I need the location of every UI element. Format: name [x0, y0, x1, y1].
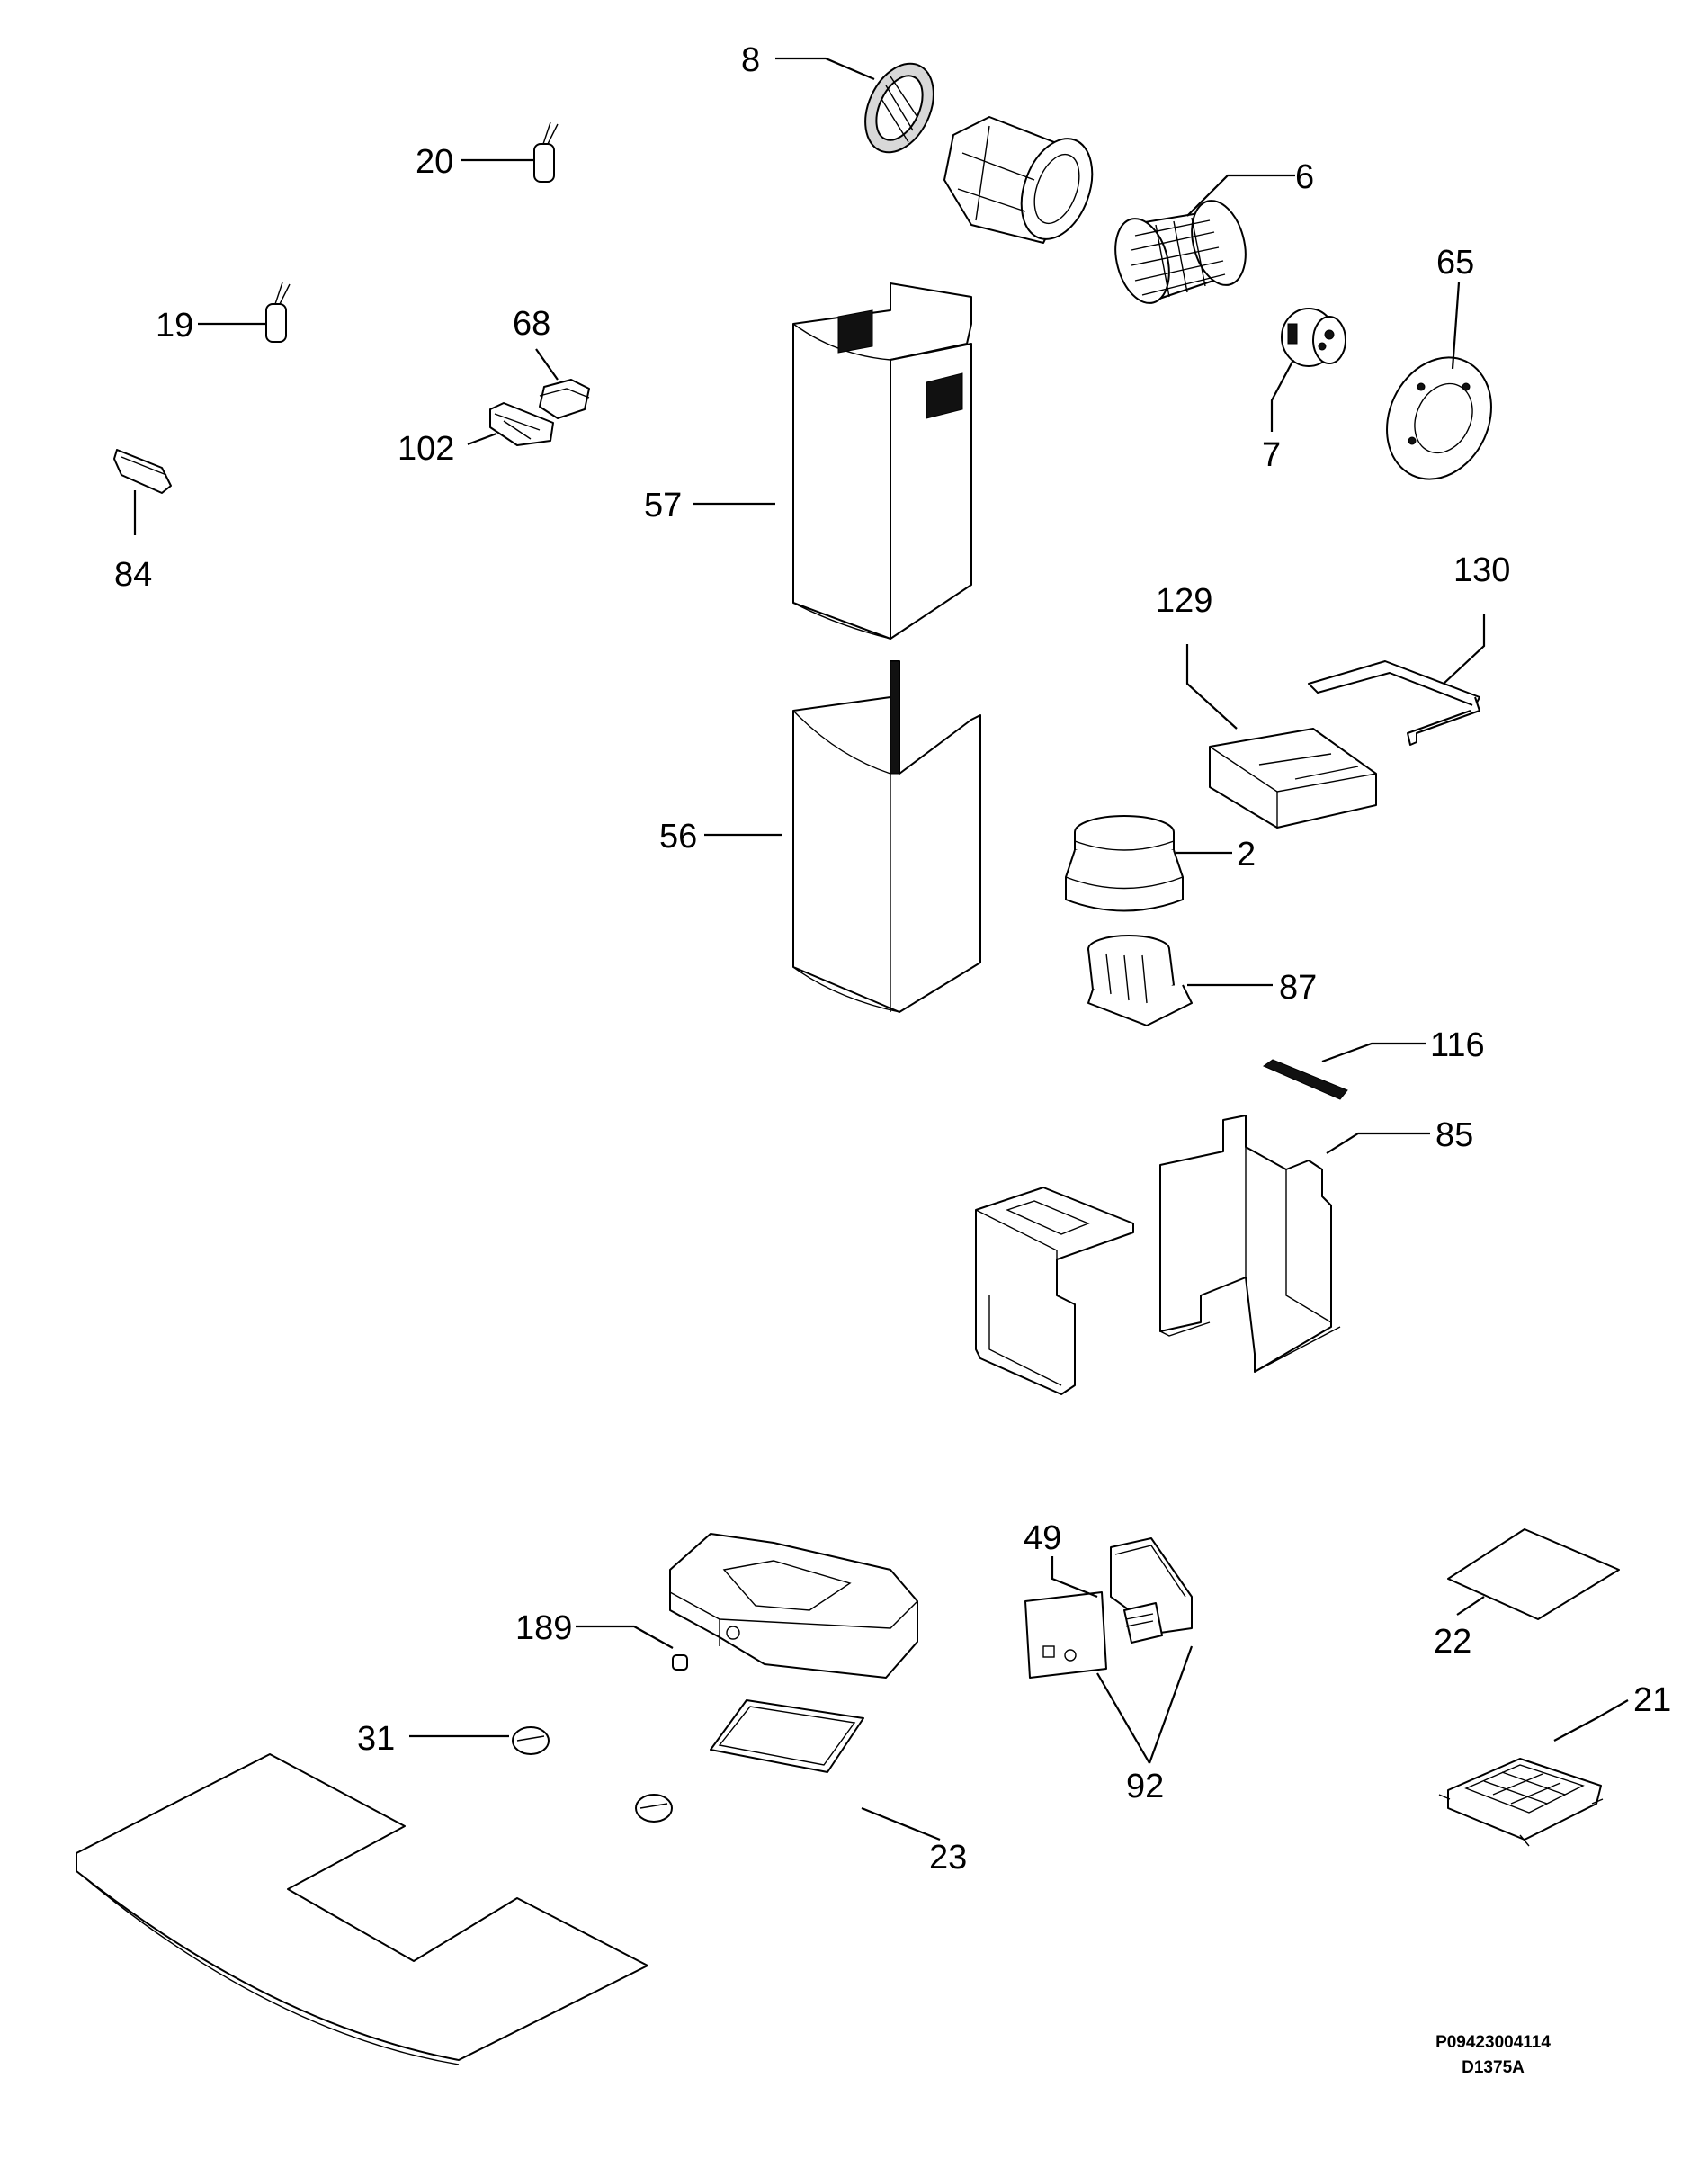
callout-129: 129	[1156, 582, 1212, 620]
part-20-capacitor	[533, 121, 559, 183]
callout-6: 6	[1295, 158, 1314, 196]
part-85-support-frame	[1159, 1115, 1341, 1373]
callout-20: 20	[416, 143, 453, 181]
callout-189: 189	[515, 1609, 572, 1647]
callout-2: 2	[1237, 836, 1256, 873]
part-57-upper-chimney	[792, 282, 972, 640]
drawing-code-primary: P09423004114	[1435, 2033, 1551, 2052]
leader-lines	[133, 57, 1629, 1841]
knob-unnumbered	[635, 1794, 673, 1823]
callout-31: 31	[357, 1720, 395, 1758]
part-23-grease-filter	[710, 1699, 864, 1773]
part-129-filter-box	[1209, 728, 1377, 829]
part-84-terminal	[113, 449, 172, 494]
callout-84: 84	[114, 556, 152, 594]
part-21-carbon-filter	[1438, 1758, 1604, 1847]
part-8-grille	[864, 62, 934, 154]
part-6-blower-wheel	[1114, 200, 1247, 304]
drawing-code-secondary: D1375A	[1462, 2058, 1525, 2077]
callout-102: 102	[398, 430, 454, 468]
part-22-filter-pad	[1447, 1528, 1620, 1620]
callout-56: 56	[659, 818, 697, 856]
part-19-capacitor	[265, 282, 291, 343]
part-189-knob	[672, 1654, 688, 1671]
callout-49: 49	[1024, 1519, 1061, 1557]
callout-68: 68	[513, 305, 550, 343]
callout-19: 19	[156, 307, 193, 345]
support-frame-left	[975, 1187, 1134, 1395]
part-56-lower-chimney	[792, 660, 981, 1013]
part-2-duct-adapter	[1065, 815, 1184, 912]
part-65-motor-plate	[1386, 356, 1492, 480]
part-87-duct-collar	[1087, 935, 1193, 1026]
callout-labels: 8 20 6 65 19 68 102 7 57 84 130 129 56 2…	[114, 41, 1671, 1877]
part-116-strip	[1262, 1059, 1348, 1100]
callout-57: 57	[644, 487, 682, 524]
callout-87: 87	[1279, 969, 1317, 1007]
callout-85: 85	[1435, 1116, 1473, 1154]
callout-7: 7	[1262, 436, 1281, 474]
callout-130: 130	[1453, 551, 1510, 589]
callout-22: 22	[1434, 1623, 1471, 1661]
callout-116: 116	[1430, 1026, 1485, 1064]
part-68-box	[539, 379, 590, 419]
motor-housing	[943, 116, 1094, 244]
part-7-motor	[1281, 308, 1346, 367]
part-49-control-panel	[1110, 1537, 1193, 1644]
callout-21: 21	[1633, 1681, 1671, 1719]
callout-92: 92	[1126, 1768, 1164, 1805]
callout-8: 8	[741, 41, 760, 79]
part-92-circuit-board	[1024, 1591, 1107, 1679]
part-31-knob	[512, 1726, 550, 1755]
control-housing	[669, 1533, 918, 1679]
part-130-frame	[1308, 660, 1480, 746]
glass-canopy	[76, 1753, 648, 2065]
callout-65: 65	[1436, 244, 1474, 282]
part-102-bracket	[489, 402, 554, 446]
callout-23: 23	[929, 1839, 967, 1877]
